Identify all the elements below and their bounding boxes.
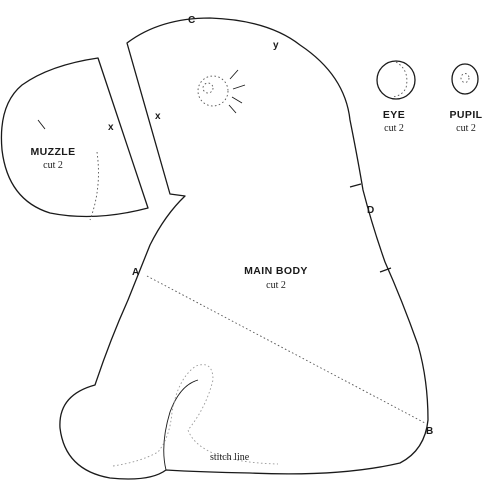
point-a-label: A [132, 267, 139, 278]
point-b-label: B [426, 426, 433, 437]
notch-d-bottom [379, 267, 392, 273]
muzzle-name: MUZZLE [31, 146, 76, 158]
main-body-x-mark: x [155, 111, 161, 122]
stitch-line-label: stitch line [210, 452, 250, 463]
point-c-label: C [188, 15, 195, 26]
eye-piece: EYE cut 2 [376, 60, 416, 134]
leg-fold-line [163, 379, 199, 471]
main-body-cut: cut 2 [266, 280, 286, 291]
muzzle-x-mark: x [108, 122, 114, 133]
main-body-name: MAIN BODY [244, 265, 308, 277]
eye-name: EYE [383, 109, 405, 121]
stitch-line [112, 364, 279, 467]
muzzle-piece: x MUZZLE cut 2 [0, 57, 149, 221]
muzzle-cut: cut 2 [43, 160, 63, 171]
main-body-piece: x y C D A B MAIN BODY cut 2 stitch line [59, 15, 433, 480]
pupil-piece: PUPIL cut 2 [450, 63, 483, 134]
eye-cut: cut 2 [384, 123, 404, 134]
main-body-outline [59, 17, 429, 480]
eye-inner-line [391, 61, 408, 98]
muzzle-outline [0, 57, 149, 218]
pupil-cut: cut 2 [456, 123, 476, 134]
pupil-inner-line [460, 73, 470, 83]
muzzle-dart-line [89, 151, 99, 221]
muzzle-tick [37, 119, 46, 130]
eye-placement-icon [197, 69, 246, 114]
point-d-label: D [367, 205, 374, 216]
point-y-label: y [273, 40, 279, 51]
pupil-outline [451, 63, 479, 95]
eye-outline [376, 60, 416, 100]
fold-line-a-b [146, 275, 426, 424]
pupil-name: PUPIL [450, 109, 483, 121]
notch-d-top [349, 183, 362, 188]
